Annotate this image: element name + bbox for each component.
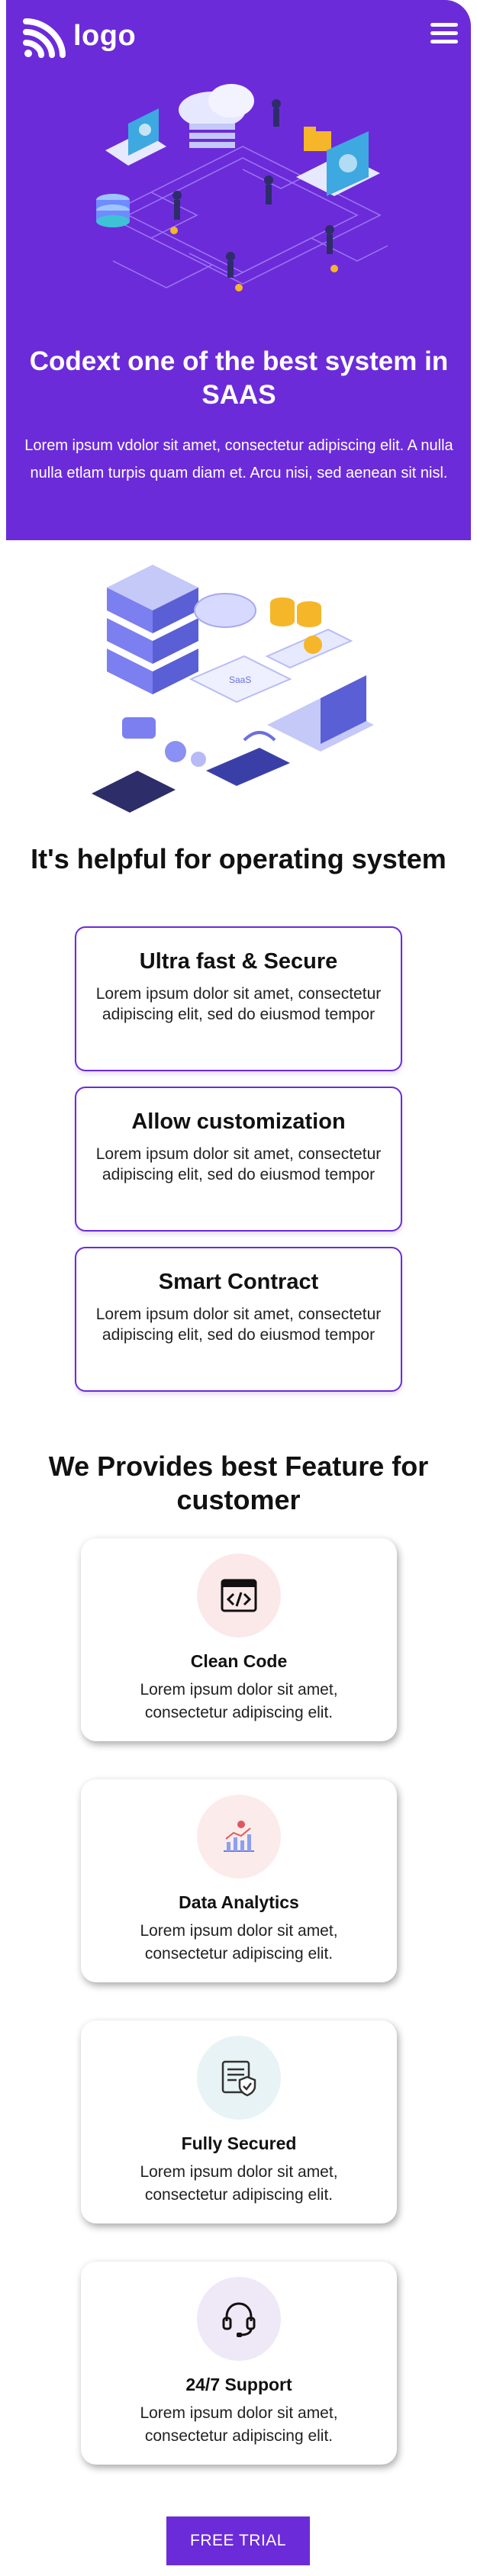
helpful-card: Ultra fast & Secure Lorem ipsum dolor si… [75, 926, 402, 1071]
headset-icon [222, 2302, 256, 2337]
hero-section: logo [6, 0, 471, 540]
helpful-card-title: Smart Contract [158, 1270, 319, 1294]
helpful-card-text: Lorem ipsum dolor sit amet, consectetur … [95, 1306, 382, 1344]
logo-text[interactable]: logo [73, 20, 137, 52]
feature-title: Clean Code [190, 1651, 288, 1671]
hamburger-menu-icon[interactable] [430, 23, 458, 50]
helpful-card: Smart Contract Lorem ipsum dolor sit ame… [75, 1247, 402, 1392]
feature-card: Fully Secured Lorem ipsum dolor sit amet… [81, 2021, 397, 2223]
features-section-title: We Provides best Feature for customer [48, 1451, 429, 1515]
hero-title: Codext one of the best system in SAAS [29, 346, 449, 410]
hero-description: Lorem ipsum vdolor sit amet, consectetur… [24, 437, 453, 481]
feature-text: Lorem ipsum dolor sit amet, consectetur … [140, 1681, 338, 1721]
code-window-icon [221, 1579, 257, 1612]
feature-card: Data Analytics Lorem ipsum dolor sit ame… [81, 1779, 397, 1982]
network-illustration [96, 84, 388, 291]
feature-text: Lorem ipsum dolor sit amet, consectetur … [140, 2163, 338, 2204]
secure-shield-icon [221, 2060, 256, 2097]
helpful-card-text: Lorem ipsum dolor sit amet, consectetur … [95, 1145, 382, 1183]
top-navbar: logo [23, 17, 458, 60]
helpful-card: Allow customization Lorem ipsum dolor si… [75, 1087, 402, 1232]
saas-server-illustration: SaaS [92, 565, 374, 813]
helpful-card-text: Lorem ipsum dolor sit amet, consectetur … [95, 985, 382, 1023]
analytics-chart-icon [224, 1821, 254, 1852]
feature-text: Lorem ipsum dolor sit amet, consectetur … [140, 2404, 338, 2445]
helpful-card-title: Ultra fast & Secure [139, 949, 338, 974]
svg-text:SaaS: SaaS [229, 675, 251, 685]
feature-card: 24/7 Support Lorem ipsum dolor sit amet,… [81, 2262, 397, 2465]
feature-title: 24/7 Support [185, 2375, 292, 2394]
wifi-signal-icon[interactable] [23, 18, 66, 58]
free-trial-button[interactable]: FREE TRIAL [166, 2516, 310, 2565]
feature-title: Data Analytics [179, 1892, 299, 1912]
feature-title: Fully Secured [181, 2133, 297, 2153]
feature-card: Clean Code Lorem ipsum dolor sit amet, c… [81, 1538, 397, 1741]
feature-text: Lorem ipsum dolor sit amet, consectetur … [140, 1922, 338, 1963]
helpful-card-title: Allow customization [131, 1109, 346, 1134]
helpful-section-title: It's helpful for operating system [31, 843, 446, 874]
